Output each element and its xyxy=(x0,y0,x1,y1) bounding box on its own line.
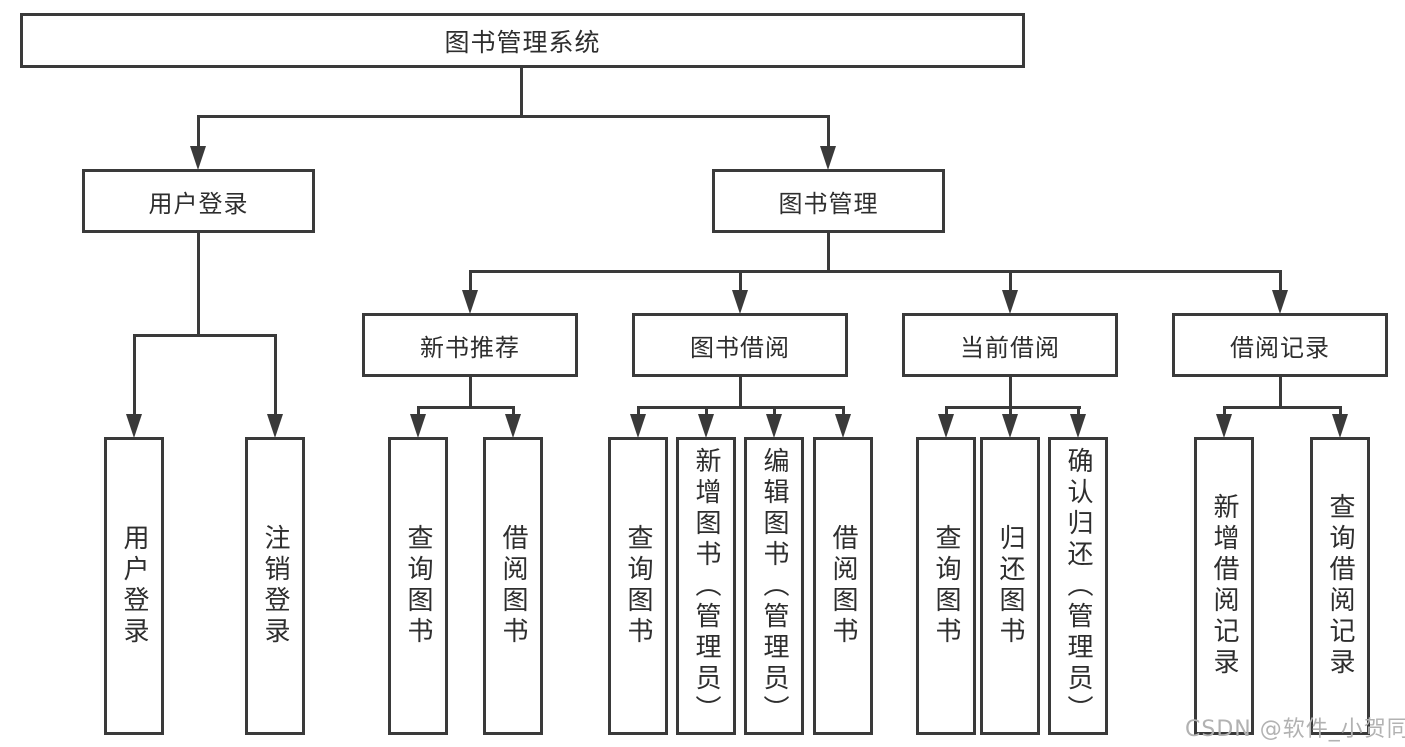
connector-line xyxy=(773,406,776,416)
connector-line xyxy=(520,66,523,116)
connector-line xyxy=(1279,375,1282,409)
leaf-borrow-books-borrow: 借阅图书 xyxy=(813,437,873,735)
leaf-user-login: 用户登录 xyxy=(104,437,164,735)
arrowhead-icon xyxy=(1002,290,1018,314)
arrowhead-icon xyxy=(938,414,954,438)
arrowhead-icon xyxy=(1272,290,1288,314)
leaf-edit-book-admin-label: 编辑图书（管理员） xyxy=(759,446,789,726)
connector-line xyxy=(1339,406,1342,416)
arrowhead-icon xyxy=(1332,414,1348,438)
connector-line xyxy=(827,231,830,273)
leaf-return-book: 归还图书 xyxy=(980,437,1040,735)
connector-line xyxy=(827,115,830,147)
arrowhead-icon xyxy=(1070,414,1086,438)
leaf-edit-book-admin: 编辑图书（管理员） xyxy=(744,437,804,735)
leaf-query-books-current-label: 查询图书 xyxy=(931,524,961,648)
leaf-logout-label: 注销登录 xyxy=(260,524,290,648)
connector-line xyxy=(274,334,277,416)
connector-line xyxy=(739,375,742,409)
arrowhead-icon xyxy=(505,414,521,438)
connector-line xyxy=(945,406,948,416)
leaf-confirm-return-admin-label: 确认归还（管理员） xyxy=(1063,446,1093,726)
connector-line xyxy=(469,375,472,409)
node-book-borrowing: 图书借阅 xyxy=(632,313,848,377)
leaf-logout: 注销登录 xyxy=(245,437,305,735)
arrowhead-icon xyxy=(698,414,714,438)
leaf-add-book-admin-label: 新增图书（管理员） xyxy=(691,446,721,726)
leaf-borrow-books-recommend-label: 借阅图书 xyxy=(498,524,528,648)
arrowhead-icon xyxy=(126,414,142,438)
arrowhead-icon xyxy=(820,146,836,170)
leaf-query-borrow-record: 查询借阅记录 xyxy=(1310,437,1370,735)
node-book-borrowing-label: 图书借阅 xyxy=(690,333,790,362)
leaf-add-borrow-record-label: 新增借阅记录 xyxy=(1209,493,1239,679)
connector-line xyxy=(417,406,515,409)
arrowhead-icon xyxy=(732,290,748,314)
node-borrowing-records-label: 借阅记录 xyxy=(1230,333,1330,362)
arrowhead-icon xyxy=(835,414,851,438)
arrowhead-icon xyxy=(766,414,782,438)
leaf-confirm-return-admin: 确认归还（管理员） xyxy=(1048,437,1108,735)
connector-line xyxy=(1009,406,1012,416)
leaf-return-book-label: 归还图书 xyxy=(995,524,1025,648)
arrowhead-icon xyxy=(190,146,206,170)
node-library-system: 图书管理系统 xyxy=(20,13,1025,68)
connector-line xyxy=(739,270,742,292)
arrowhead-icon xyxy=(410,414,426,438)
node-new-book-recommend: 新书推荐 xyxy=(362,313,578,377)
node-current-borrowing: 当前借阅 xyxy=(902,313,1118,377)
node-user-login-label: 用户登录 xyxy=(148,189,249,218)
leaf-borrow-books-borrow-label: 借阅图书 xyxy=(828,524,858,648)
node-new-book-recommend-label: 新书推荐 xyxy=(420,333,520,362)
node-library-system-label: 图书管理系统 xyxy=(444,27,601,57)
connector-line xyxy=(197,115,200,147)
arrowhead-icon xyxy=(462,290,478,314)
connector-line xyxy=(133,334,136,416)
connector-line xyxy=(469,270,472,292)
connector-line xyxy=(637,406,845,409)
connector-line xyxy=(1009,270,1012,292)
connector-line xyxy=(1223,406,1226,416)
node-book-management-label: 图书管理 xyxy=(778,189,879,218)
connector-line xyxy=(945,406,1081,409)
arrowhead-icon xyxy=(1216,414,1232,438)
leaf-borrow-books-recommend: 借阅图书 xyxy=(483,437,543,735)
arrowhead-icon xyxy=(267,414,283,438)
leaf-query-books-borrow-label: 查询图书 xyxy=(623,524,653,648)
arrowhead-icon xyxy=(1002,414,1018,438)
connector-line xyxy=(1009,375,1012,409)
connector-line xyxy=(133,334,277,337)
leaf-query-books-borrow: 查询图书 xyxy=(608,437,668,735)
leaf-query-books-recommend: 查询图书 xyxy=(388,437,448,735)
connector-line xyxy=(637,406,640,416)
connector-line xyxy=(197,231,200,337)
connector-line xyxy=(705,406,708,416)
csdn-watermark: CSDN @软件_小贺同学 xyxy=(1185,717,1405,742)
connector-line xyxy=(197,115,830,118)
leaf-query-books-recommend-label: 查询图书 xyxy=(403,524,433,648)
connector-line xyxy=(1077,406,1080,416)
leaf-query-borrow-record-label: 查询借阅记录 xyxy=(1325,493,1355,679)
node-book-management: 图书管理 xyxy=(712,169,945,233)
leaf-user-login-label: 用户登录 xyxy=(119,524,149,648)
leaf-add-book-admin: 新增图书（管理员） xyxy=(676,437,736,735)
connector-line xyxy=(469,270,1282,273)
connector-line xyxy=(417,406,420,416)
connector-line xyxy=(512,406,515,416)
connector-line xyxy=(842,406,845,416)
connector-line xyxy=(1223,406,1342,409)
arrowhead-icon xyxy=(630,414,646,438)
connector-line xyxy=(1279,270,1282,292)
node-borrowing-records: 借阅记录 xyxy=(1172,313,1388,377)
node-user-login: 用户登录 xyxy=(82,169,315,233)
node-current-borrowing-label: 当前借阅 xyxy=(960,333,1060,362)
leaf-add-borrow-record: 新增借阅记录 xyxy=(1194,437,1254,735)
leaf-query-books-current: 查询图书 xyxy=(916,437,976,735)
